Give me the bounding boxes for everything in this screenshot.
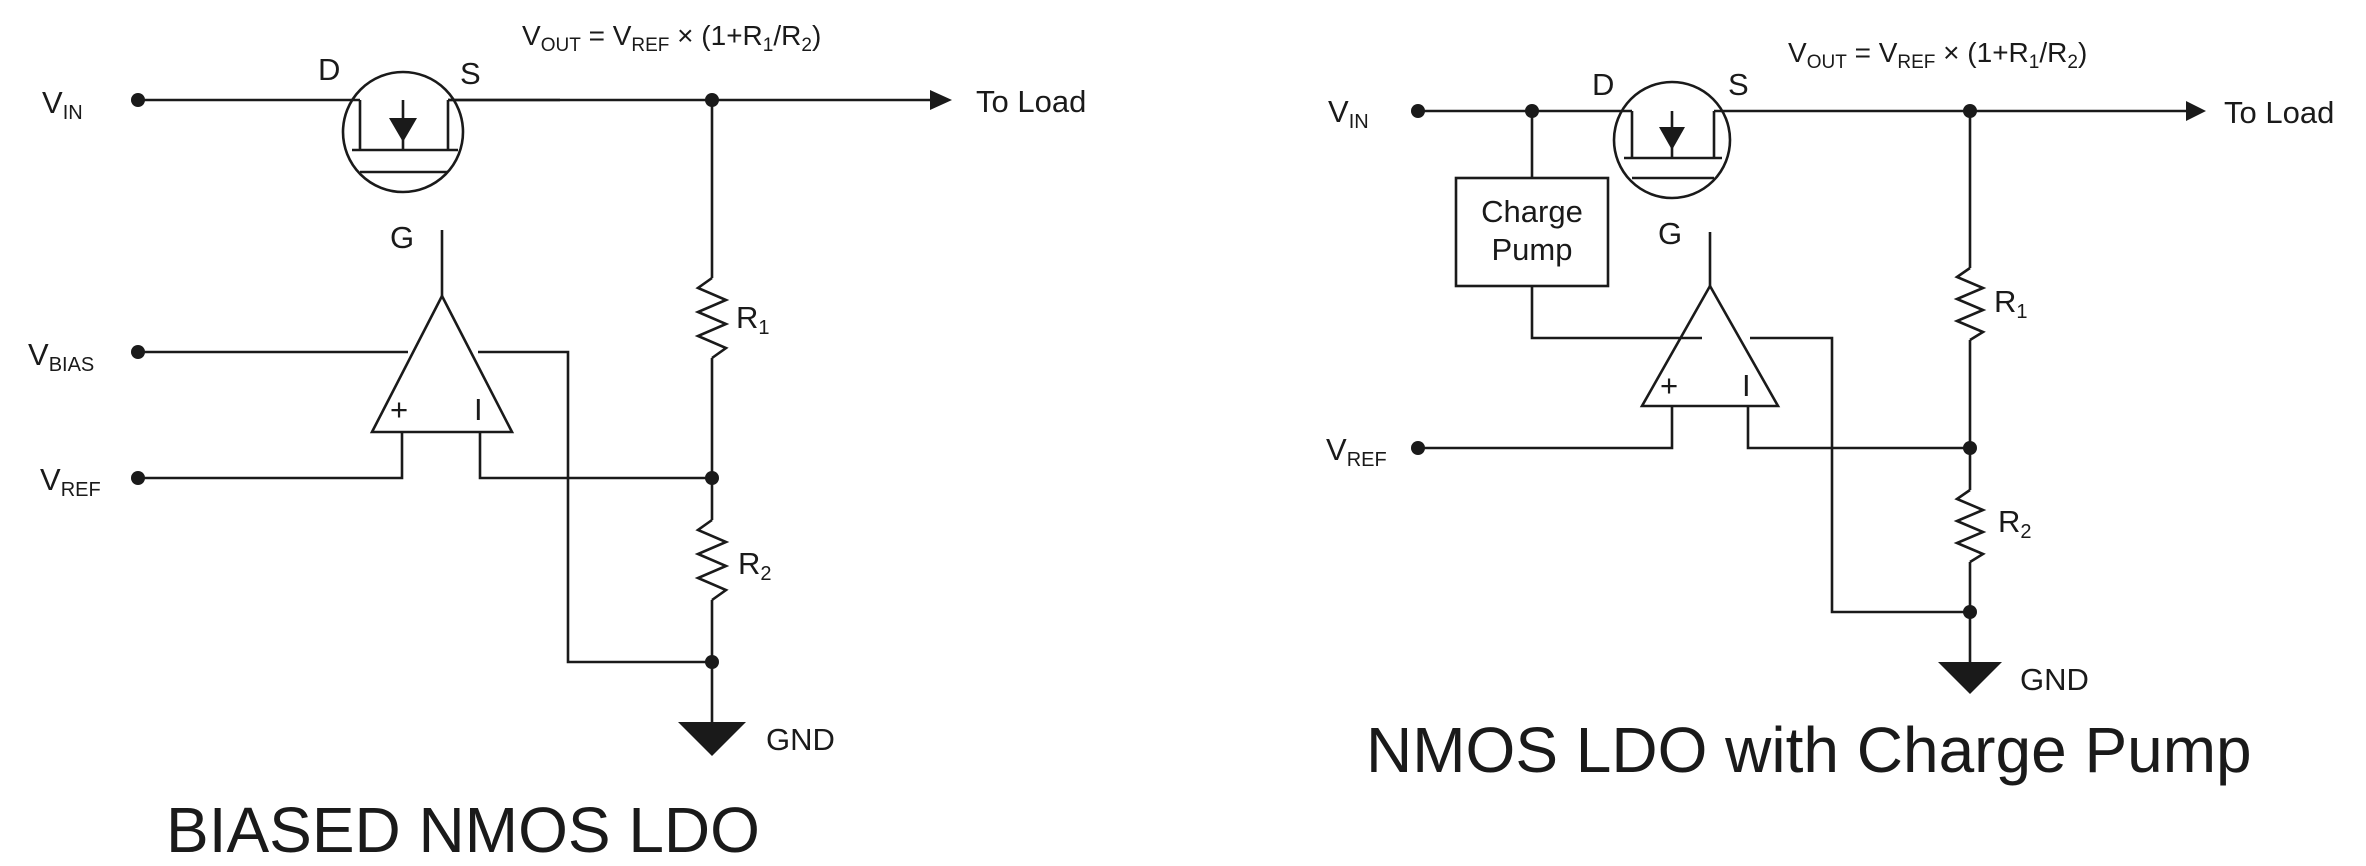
ground-icon-left [678,722,746,756]
nmos-transistor-left [341,70,560,194]
body-diode-arrow-icon [389,118,417,142]
vbias-label: VBIAS [28,337,94,376]
to-load-label-right: To Load [2224,95,2334,130]
resistor-r1-left [694,276,730,360]
bias-supply-wire [478,350,712,664]
charge-pump-label-line1: Charge [1481,194,1583,229]
to-load-arrow-icon [930,90,952,110]
mosfet-circle [1612,80,1732,200]
resistor-r2-right [1953,488,1987,564]
resistor-r2-left [694,518,730,602]
diagram-title-left: BIASED NMOS LDO [166,794,760,866]
charge-pump-label-line2: Pump [1492,232,1573,267]
op-amp-minus-right: I [1742,368,1751,403]
drain-label-right: D [1592,67,1614,102]
feedback-wire-left [478,432,712,480]
r1-label-left: R1 [736,300,770,339]
body-diode-arrow-icon [1659,127,1685,150]
op-amp-minus-left: I [474,392,483,427]
op-amp-plus-right: + [1660,368,1678,403]
output-equation-right: VOUT = VREF × (1+R1/R2) [1788,37,2087,73]
source-label-right: S [1728,67,1749,102]
error-amplifier-left [369,293,515,434]
vin-label-left: VIN [42,85,83,124]
ground-icon-right [1938,662,2002,694]
biased-nmos-ldo-schematic: VOUT = VREF × (1+R1/R2) VIN D S G To Loa… [28,20,1086,866]
vref-label-right: VREF [1326,432,1387,471]
feedback-wire-right [1746,406,1970,450]
drain-label-left: D [318,52,340,87]
nmos-transistor-right [1612,80,1732,200]
mosfet-circle [341,70,465,194]
vref-label-left: VREF [40,462,101,501]
op-amp-plus-left: + [390,392,408,427]
to-load-arrow-icon [2186,101,2206,121]
r1-label-right: R1 [1994,284,2028,323]
r2-label-left: R2 [738,546,772,585]
gate-label-left: G [390,220,414,255]
gate-label-right: G [1658,216,1682,251]
to-load-label-left: To Load [976,84,1086,119]
error-amplifier-right [1639,283,1781,408]
diagram-title-right: NMOS LDO with Charge Pump [1366,714,2252,786]
resistor-r1-right [1953,266,1987,342]
amp-return-wire [1750,336,1970,614]
gnd-label-left: GND [766,722,835,757]
vin-label-right: VIN [1328,94,1369,133]
source-label-left: S [460,56,481,91]
gnd-label-right: GND [2020,662,2089,697]
output-equation-left: VOUT = VREF × (1+R1/R2) [522,20,821,56]
charge-pump-nmos-ldo-schematic: VOUT = VREF × (1+R1/R2) VIN Charge Pump … [1326,37,2334,786]
charge-pump-supply-wire [1530,286,1702,340]
r2-label-right: R2 [1998,504,2032,543]
